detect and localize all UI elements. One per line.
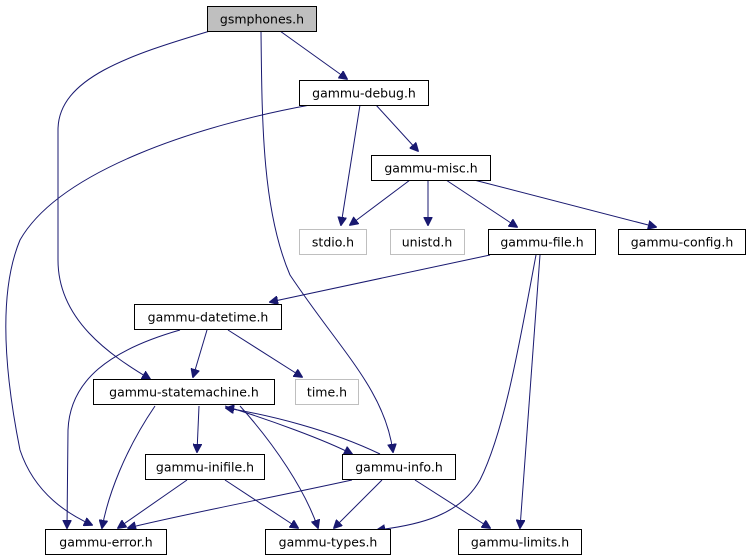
node-label-gammu-datetime: gammu-datetime.h	[148, 310, 269, 325]
edge-gammu-statemachine-to-gammu-inifile	[197, 405, 199, 452]
node-label-gammu-types: gammu-types.h	[279, 535, 378, 550]
node-gammu-limits[interactable]: gammu-limits.h	[458, 529, 582, 555]
node-label-gsmphones: gsmphones.h	[220, 12, 304, 27]
edge-gammu-info-to-gammu-types	[334, 479, 383, 528]
edge-gammu-statemachine-to-gammu-types	[239, 405, 318, 528]
node-gammu-datetime[interactable]: gammu-datetime.h	[134, 304, 282, 330]
edge-gammu-info-to-gammu-error	[128, 479, 353, 528]
node-gammu-inifile[interactable]: gammu-inifile.h	[145, 454, 265, 480]
edge-gsmphones-to-gammu-statemachine	[57, 30, 211, 379]
edge-gammu-datetime-to-gammu-statemachine	[193, 329, 208, 377]
node-gammu-types[interactable]: gammu-types.h	[265, 529, 391, 555]
edges	[5, 30, 656, 530]
node-label-time: time.h	[307, 385, 347, 400]
edge-gammu-debug-to-gammu-error	[5, 104, 311, 525]
edge-gammu-file-to-gammu-limits	[520, 254, 541, 528]
edge-gammu-info-to-gammu-statemachine	[226, 408, 381, 455]
node-gammu-info[interactable]: gammu-info.h	[342, 454, 456, 480]
node-gammu-debug[interactable]: gammu-debug.h	[299, 80, 429, 106]
node-gsmphones[interactable]: gsmphones.h	[207, 6, 317, 32]
edge-gammu-debug-to-gammu-misc	[375, 104, 418, 151]
node-gammu-error[interactable]: gammu-error.h	[45, 529, 167, 555]
edge-gammu-datetime-to-gammu-error	[67, 329, 181, 528]
edge-gammu-inifile-to-gammu-types	[224, 479, 298, 528]
node-label-gammu-debug: gammu-debug.h	[312, 86, 416, 101]
node-label-gammu-limits: gammu-limits.h	[471, 535, 569, 550]
node-label-gammu-statemachine: gammu-statemachine.h	[109, 385, 259, 400]
edge-gammu-statemachine-to-gammu-info	[224, 405, 352, 454]
node-gammu-statemachine[interactable]: gammu-statemachine.h	[93, 379, 275, 405]
node-label-gammu-misc: gammu-misc.h	[384, 161, 477, 176]
node-time[interactable]: time.h	[295, 379, 359, 405]
node-label-unistd: unistd.h	[402, 235, 453, 250]
edge-gammu-inifile-to-gammu-error	[118, 479, 188, 528]
edge-gammu-datetime-to-time	[227, 329, 302, 377]
edge-gammu-statemachine-to-gammu-error	[102, 405, 156, 528]
node-label-gammu-inifile: gammu-inifile.h	[156, 460, 254, 475]
node-label-gammu-info: gammu-info.h	[355, 460, 443, 475]
edge-gsmphones-to-gammu-debug	[279, 30, 347, 79]
node-gammu-file[interactable]: gammu-file.h	[488, 229, 596, 255]
node-label-gammu-error: gammu-error.h	[59, 535, 152, 550]
node-gammu-config[interactable]: gammu-config.h	[618, 229, 746, 255]
node-unistd[interactable]: unistd.h	[390, 229, 465, 255]
edge-gammu-file-to-gammu-datetime	[270, 254, 491, 302]
edge-gammu-misc-to-stdio	[350, 179, 411, 225]
node-gammu-misc[interactable]: gammu-misc.h	[371, 155, 491, 181]
edge-gammu-misc-to-gammu-config	[473, 179, 656, 227]
edge-gammu-info-to-gammu-limits	[414, 479, 490, 528]
node-stdio[interactable]: stdio.h	[299, 229, 367, 255]
node-label-stdio: stdio.h	[312, 235, 354, 250]
edge-gammu-misc-to-gammu-file	[445, 179, 517, 227]
node-label-gammu-config: gammu-config.h	[631, 235, 734, 250]
node-label-gammu-file: gammu-file.h	[500, 235, 583, 250]
nodes: gsmphones.h gammu-debug.h gammu-misc.h s…	[45, 6, 746, 555]
edge-gammu-file-to-gammu-types	[377, 254, 537, 530]
edge-gsmphones-to-gammu-info	[260, 30, 393, 452]
edge-gammu-debug-to-stdio	[341, 104, 361, 225]
